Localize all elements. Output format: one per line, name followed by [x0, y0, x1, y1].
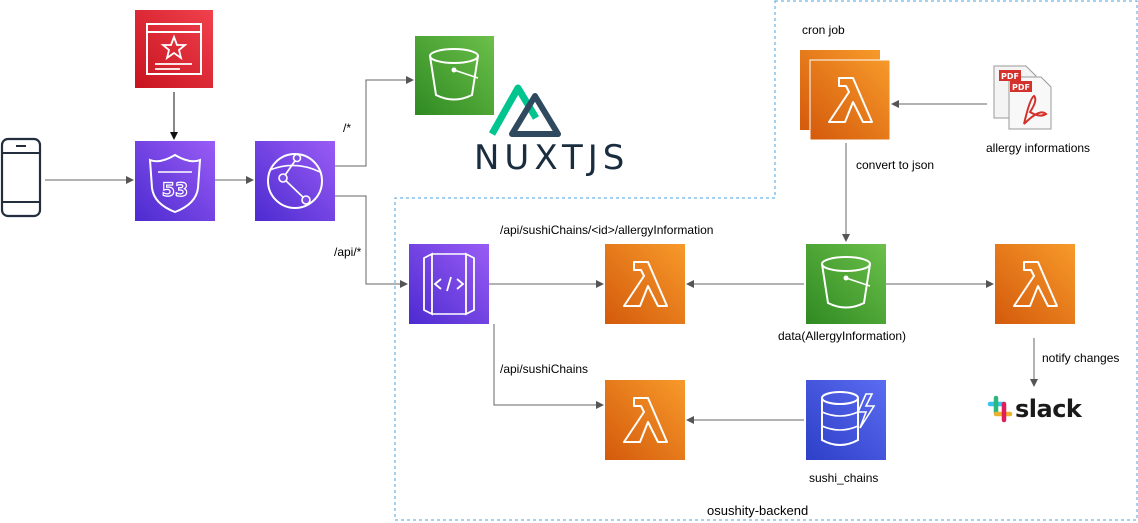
- lambda-cron-icon: [800, 50, 891, 141]
- pdf-badge-back: PDF: [1001, 72, 1019, 81]
- edge-label-root-path: /*: [343, 121, 352, 135]
- edge-label-notify: notify changes: [1042, 351, 1120, 365]
- boundary-label: osushity-backend: [707, 503, 809, 518]
- edge-cloudfront-s3-web: [335, 76, 414, 167]
- edge-cloudfront-apigw: [335, 195, 408, 288]
- node-label-dynamo: sushi_chains: [809, 471, 879, 485]
- s3-web-bucket-icon: [415, 36, 494, 115]
- edge-label-convert: convert to json: [856, 158, 935, 172]
- nuxtjs-logo-icon: [488, 84, 561, 137]
- waf-icon: [135, 10, 213, 88]
- edge-label-allergy-api: /api/sushiChains/<id>/allergyInformation: [500, 223, 714, 237]
- nuxtjs-wordmark: NUXTJS: [474, 138, 630, 178]
- dynamodb-icon: [806, 380, 886, 460]
- lambda-allergy-icon: [605, 244, 685, 324]
- slack-logo-icon: [987, 395, 1013, 423]
- route53-icon: 53: [135, 141, 215, 221]
- lambda-notify-icon: [995, 244, 1075, 324]
- slack-wordmark: slack: [1015, 395, 1082, 423]
- node-label-cron: cron job: [802, 23, 845, 37]
- mobile-client-icon: [0, 137, 42, 218]
- backend-boundary: [394, 0, 1138, 521]
- pdf-badge-front: PDF: [1012, 83, 1030, 92]
- edge-label-api-path: /api/*: [334, 245, 362, 259]
- route53-badge: 53: [162, 179, 188, 201]
- edge-apigw-lambda-chains: [493, 324, 604, 409]
- pdf-documents-icon: PDF PDF: [993, 65, 1052, 130]
- s3-data-bucket-icon: [806, 244, 886, 324]
- cloudfront-icon: [255, 141, 335, 221]
- node-label-allergy-pdf: allergy informations: [986, 141, 1091, 155]
- edge-label-chains-api: /api/sushiChains: [500, 362, 589, 376]
- api-gateway-icon: [409, 244, 489, 324]
- node-label-bucket-data: data(AllergyInformation): [778, 329, 907, 343]
- lambda-chains-icon: [605, 380, 685, 460]
